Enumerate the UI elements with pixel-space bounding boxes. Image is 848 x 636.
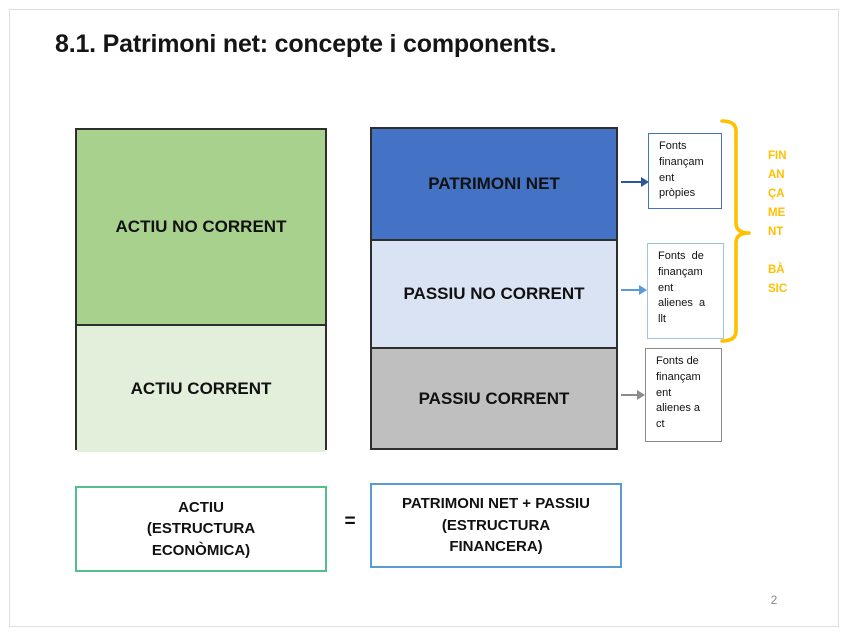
assets-column: ACTIU NO CORRENT ACTIU CORRENT (75, 128, 327, 452)
fonts-alienes-ct-note: Fonts de finançam ent alienes a ct (645, 348, 722, 442)
actiu-corrent-box: ACTIU CORRENT (77, 324, 325, 452)
passiu-corrent-label: PASSIU CORRENT (418, 388, 570, 408)
actiu-no-corrent-label: ACTIU NO CORRENT (115, 217, 287, 236)
actiu-estructura-economica-box: ACTIU (ESTRUCTURA ECONÒMICA) (75, 486, 327, 572)
passiu-no-corrent-box: PASSIU NO CORRENT (372, 239, 616, 347)
page-title: 8.1. Patrimoni net: concepte i component… (55, 30, 557, 58)
actiu-corrent-label: ACTIU CORRENT (130, 379, 272, 398)
fonts-propies-note: Fonts finançam ent pròpies (648, 133, 722, 209)
equals-sign: = (344, 511, 356, 532)
patrimoni-net-box: PATRIMONI NET (372, 129, 616, 239)
arrow-right-icon (621, 389, 645, 402)
page-number: 2 (770, 593, 778, 607)
actiu-no-corrent-box: ACTIU NO CORRENT (77, 130, 325, 324)
passiu-no-corrent-label: PASSIU NO CORRENT (403, 284, 585, 303)
brace-icon (720, 119, 751, 343)
patrimoni-net-label: PATRIMONI NET (428, 174, 560, 193)
arrow-right-icon (621, 284, 647, 297)
fonts-alienes-llt-note: Fonts de finançam ent alienes a llt (647, 243, 724, 339)
patrimoni-estructura-financera-box: PATRIMONI NET + PASSIU (ESTRUCTURA FINAN… (370, 483, 622, 568)
passiu-corrent-box: PASSIU CORRENT (372, 347, 616, 448)
liabilities-column: PATRIMONI NET PASSIU NO CORRENT PASSIU C… (370, 127, 618, 450)
arrow-right-icon (621, 176, 649, 189)
financament-basic-label: FIN AN ÇA ME NT BÀ SIC (768, 150, 788, 295)
